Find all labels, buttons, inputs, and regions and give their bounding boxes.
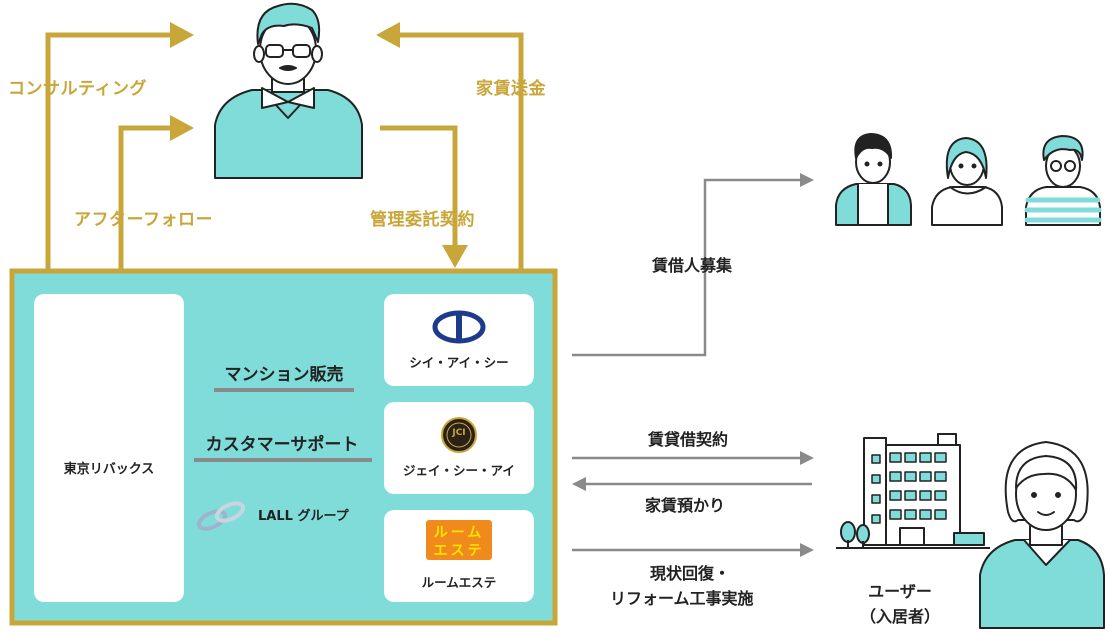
- management-contract-label: 管理委託契約: [370, 210, 475, 230]
- consulting-arrow-head: [170, 22, 194, 48]
- after-follow-label: アフターフォロー: [74, 210, 213, 230]
- jci-name: ジェイ・シー・アイ: [403, 463, 515, 478]
- jci-logo-text: JCI: [452, 428, 466, 438]
- consulting-arrow: [45, 32, 170, 271]
- rent-deposit-label: 家賃預かり: [645, 496, 726, 515]
- after-follow-arrow: [118, 125, 170, 271]
- tenant-recruitment-arrow: [572, 178, 800, 357]
- lall-group-name: LALL グループ: [258, 509, 349, 524]
- tokyo-livax-name: 東京リバックス: [63, 462, 155, 477]
- room-esthe-card: ルーム エステ ルームエステ: [384, 510, 534, 602]
- user-label-line2: （入居者）: [859, 607, 940, 626]
- room-esthe-logo: ルーム エステ: [426, 520, 492, 560]
- cic-card: シイ・アイ・シー: [384, 294, 534, 386]
- jci-card: JCI ジェイ・シー・アイ: [384, 402, 534, 494]
- restoration-label-line2: リフォーム工事実施: [610, 589, 754, 608]
- cic-logo-icon: [432, 310, 486, 344]
- service-customer-support: カスタマーサポート: [205, 435, 359, 455]
- tenant-recruitment-arrow-head: [800, 173, 814, 187]
- lease-contract-arrow-head: [800, 451, 814, 465]
- user-label-line1: ユーザー: [868, 582, 932, 601]
- owner-illustration: [214, 2, 363, 179]
- management-contract-arrow-head: [442, 245, 468, 268]
- management-contract-arrow: [380, 125, 458, 245]
- restoration-label-line1: 現状回復・: [650, 564, 731, 583]
- rent-deposit-arrow-head: [572, 477, 586, 491]
- apartment-building-illustration: [836, 433, 990, 549]
- customer-support-underline: [194, 458, 372, 462]
- user-illustration: [979, 441, 1105, 629]
- lall-chain-icon: [196, 501, 246, 531]
- tenant-recruitment-label: 賃借人募集: [652, 256, 733, 275]
- jci-logo-icon: [441, 417, 477, 453]
- room-esthe-name: ルームエステ: [421, 575, 497, 590]
- consulting-label: コンサルティング: [8, 79, 147, 99]
- after-follow-arrow-head: [170, 115, 194, 141]
- tenants-illustration: [835, 133, 1102, 226]
- tokyo-livax-card: 東京リバックス: [34, 294, 184, 602]
- rent-remittance-arrow: [400, 32, 524, 271]
- rent-remittance-arrow-head: [376, 22, 400, 48]
- service-condo-sales: マンション販売: [224, 365, 344, 385]
- condo-sales-underline: [214, 388, 354, 392]
- room-esthe-logo-line2: エステ: [433, 543, 485, 559]
- rent-remittance-label: 家賃送金: [476, 79, 546, 99]
- restoration-arrow-head: [800, 543, 814, 557]
- room-esthe-logo-line1: ルーム: [433, 525, 485, 541]
- lease-contract-label: 賃貸借契約: [648, 430, 729, 449]
- cic-name: シイ・アイ・シー: [409, 355, 509, 370]
